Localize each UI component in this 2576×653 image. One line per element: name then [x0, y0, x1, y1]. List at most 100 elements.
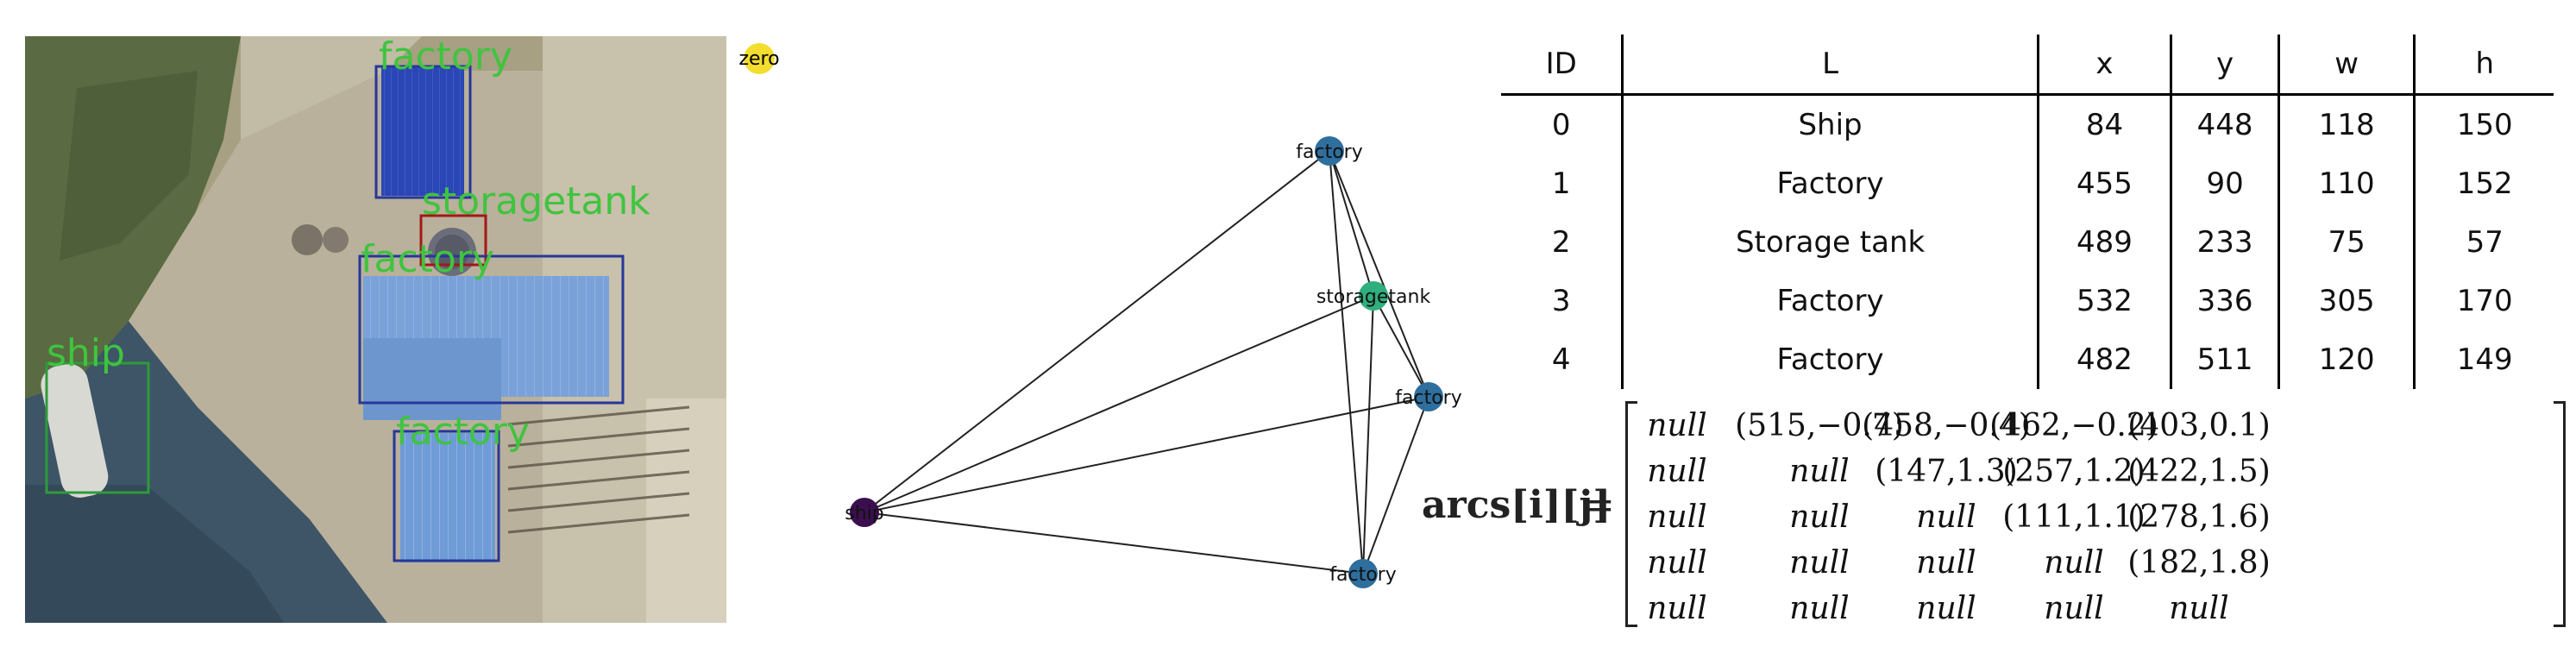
matrix-cell: null [2044, 591, 2104, 626]
table-cell: 57 [2413, 213, 2554, 272]
table-cell: 118 [2277, 94, 2415, 154]
table-cell: 152 [2413, 154, 2554, 213]
matrix-cell: (111,1.1) [2002, 499, 2146, 535]
detection-label: factory [379, 36, 512, 78]
detection-box-ship [45, 361, 150, 494]
column-header-id: ID [1501, 35, 1623, 96]
matrix-cell: null [2044, 545, 2104, 581]
table-cell: 150 [2413, 94, 2554, 154]
graph-edge [864, 396, 1429, 513]
graph-node-label: storagetank [1316, 286, 1431, 308]
matrix-cell: (458,−0.4) [1862, 408, 2031, 443]
column-header-w: w [2277, 35, 2415, 96]
detection-box-factory-4 [393, 430, 500, 562]
table-cell: 305 [2277, 272, 2415, 330]
graph-nodes [850, 136, 1443, 588]
table-cell: 90 [2170, 154, 2279, 213]
matrix-cell: null [1916, 591, 1976, 626]
graph-node-label: factory [1296, 141, 1362, 163]
table-cell: 532 [2036, 272, 2171, 330]
aerial-scene: factory storagetank factory ship factory [25, 36, 726, 623]
table-cell: 0 [1551, 108, 1571, 142]
detection-label: factory [396, 410, 530, 454]
detection-label: storagetank [422, 179, 650, 223]
matrix-cell: (403,0.1) [2127, 408, 2271, 443]
table-cell: 489 [2036, 213, 2171, 272]
table-cell: 455 [2036, 154, 2171, 213]
table-cell: 4 [1551, 342, 1571, 377]
table-cell: 3 [1551, 284, 1571, 318]
graph-node-factory [1315, 136, 1344, 166]
graph-node-factory [1348, 559, 1378, 588]
graph-edge [864, 512, 1364, 575]
table-cell: 482 [2036, 330, 2171, 389]
matrix-cell: null [1647, 454, 1707, 489]
matrix-cell: null [1916, 545, 1976, 581]
matrix-cell: null [1916, 499, 1976, 535]
table-cell: 75 [2277, 213, 2415, 272]
column-header-label: L [1621, 35, 2039, 96]
table-cell: 110 [2277, 154, 2415, 213]
graph-node-label: factory [1329, 564, 1396, 586]
column-header-y: y [2170, 35, 2279, 96]
matrix-cell: (462,−0.2) [1989, 408, 2158, 443]
matrix-cell: (147,1.3) [1875, 454, 2018, 489]
table-cell: 170 [2413, 272, 2554, 330]
table-row: 2 Storage tank 489 233 75 57 [1501, 213, 2554, 272]
graph-edge [1362, 295, 1374, 575]
graph-edge [1373, 295, 1429, 398]
table-cell: 336 [2170, 272, 2279, 330]
matrix-cell: null [1647, 499, 1707, 535]
relation-graph: factory storagetank factory ship factory [811, 104, 1501, 621]
matrix-cell: null [1647, 408, 1707, 443]
table-cell: 511 [2170, 330, 2279, 389]
matrix-cell: (422,1.5) [2127, 454, 2271, 489]
table-row: 0 Ship 84 448 118 150 [1501, 94, 2554, 154]
table-cell: Factory [1621, 272, 2039, 330]
table-cell: 149 [2413, 330, 2554, 389]
matrix-cell: null [1647, 545, 1707, 581]
table-header-row: ID L x y w h [1501, 35, 2554, 96]
matrix-cell: null [1789, 545, 1850, 581]
matrix-cell: null [2169, 591, 2229, 626]
matrix-cell: (278,1.6) [2127, 499, 2271, 535]
arcs-label: arcs[i][j] [1422, 483, 1612, 527]
arcs-equals: = [1583, 483, 1615, 527]
matrix-cell: null [1789, 454, 1850, 489]
detection-box-factory-1 [374, 65, 472, 199]
graph-edge [1329, 150, 1429, 398]
matrix-cell: (182,1.8) [2127, 545, 2271, 581]
zero-badge-icon [744, 43, 775, 74]
graph-edge [1329, 150, 1374, 297]
matrix-right-bracket [2554, 401, 2566, 627]
aerial-image: factory storagetank factory ship factory [25, 36, 726, 623]
zero-badge-label: zero [738, 48, 780, 70]
graph-node-storagetank [1359, 281, 1388, 311]
graph-node-ship [850, 498, 879, 527]
graph-edges [864, 150, 1429, 575]
table-cell: 84 [2036, 94, 2171, 154]
graph-node-label: factory [1395, 387, 1461, 409]
graph-node-labels: factory storagetank factory ship factory [845, 141, 1461, 586]
matrix-cell: null [1789, 499, 1850, 535]
matrix-cell: null [1789, 591, 1850, 626]
detection-box-factory-3 [358, 254, 625, 405]
column-header-h: h [2413, 35, 2554, 96]
object-table: ID L x y w h 0 Ship 84 448 118 150 1 Fac… [1501, 35, 2554, 389]
relation-graph-svg: factory storagetank factory ship factory [845, 136, 1462, 588]
table-row: 4 Factory 482 511 120 149 [1501, 330, 2554, 389]
matrix-cell: null [1647, 591, 1707, 626]
table-cell: 448 [2170, 94, 2279, 154]
table-cell: Ship [1621, 94, 2039, 154]
arcs-matrix: null (515,−0.7)(458,−0.4)(462,−0.2)(403,0… [1625, 401, 2566, 627]
matrix-cell: (515,−0.7) [1735, 408, 1904, 443]
table-cell: 233 [2170, 213, 2279, 272]
graph-edge [1329, 150, 1364, 575]
detection-label: ship [47, 331, 125, 375]
table-cell: 2 [1551, 225, 1571, 260]
table-cell: Factory [1621, 330, 2039, 389]
column-header-x: x [2036, 35, 2171, 96]
graph-node-factory [1414, 382, 1443, 411]
table-row: 1 Factory 455 90 110 152 [1501, 154, 2554, 213]
table-cell: 1 [1551, 166, 1571, 201]
